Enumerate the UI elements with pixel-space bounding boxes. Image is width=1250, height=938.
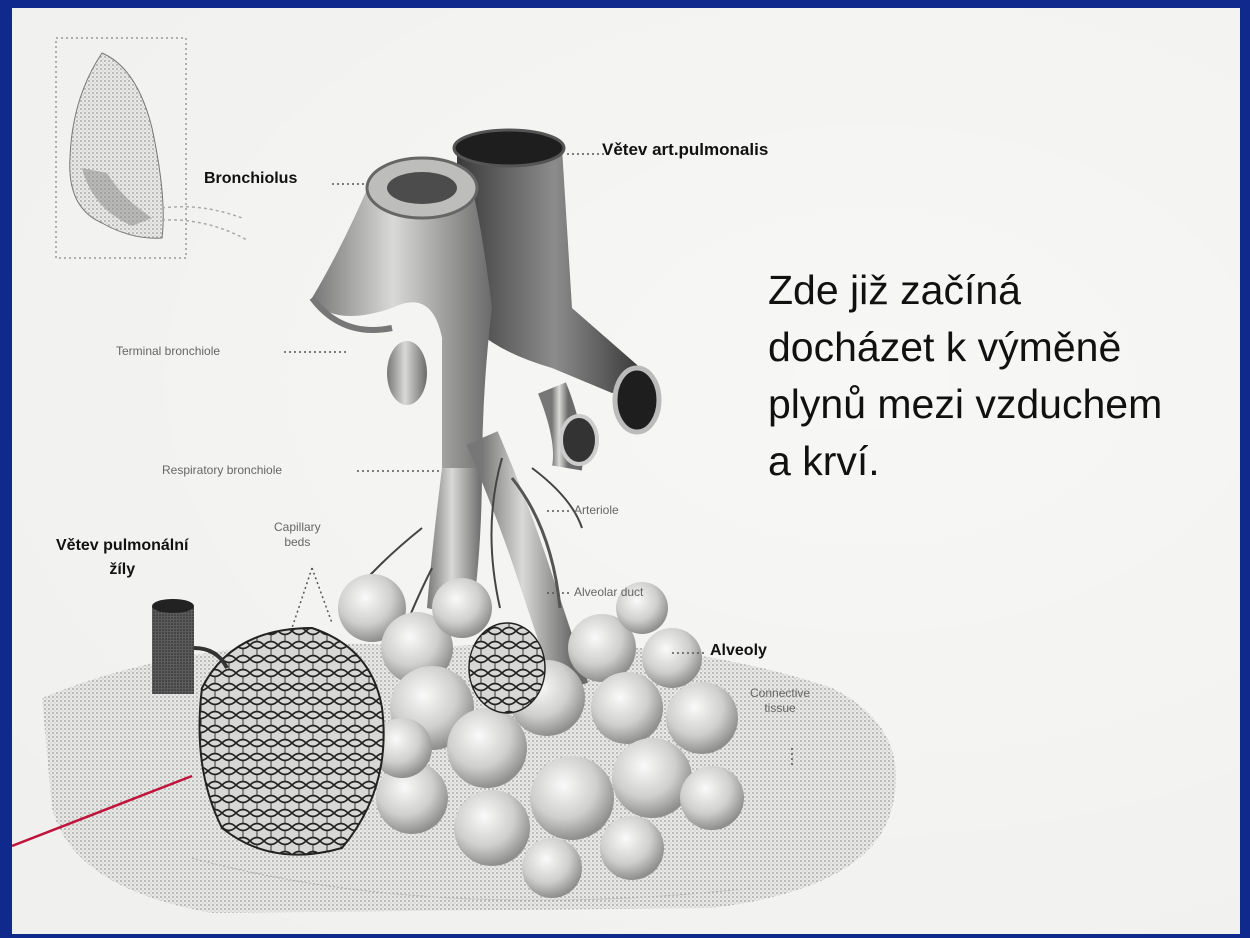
main-text: Zde již začíná docházet k výměně plynů m… (768, 262, 1238, 490)
label-bronchiolus: Bronchiolus (204, 170, 297, 188)
main-text-line: a krví. (768, 433, 1238, 490)
label-capillary-beds: Capillary beds (274, 520, 321, 550)
label-arteriole: Arteriole (574, 503, 619, 517)
label-connective-tissue: Connective tissue (750, 686, 810, 716)
main-text-line: Zde již začíná (768, 262, 1238, 319)
slide: Větev art.pulmonalis Bronchiolus Termina… (12, 8, 1240, 934)
label-respiratory-bronchiole: Respiratory bronchiole (162, 463, 282, 477)
lung-inset (56, 38, 247, 258)
label-alveoli: Alveoly (710, 642, 767, 660)
label-vein-branch: Větev pulmonální žíly (56, 534, 188, 582)
main-text-line: docházet k výměně (768, 319, 1238, 376)
main-text-line: plynů mezi vzduchem (768, 376, 1238, 433)
label-terminal-bronchiole: Terminal bronchiole (116, 344, 220, 358)
label-alveolar-duct: Alveolar duct (574, 585, 643, 599)
label-artery-branch: Větev art.pulmonalis (602, 140, 768, 160)
capillary-net (200, 628, 384, 855)
